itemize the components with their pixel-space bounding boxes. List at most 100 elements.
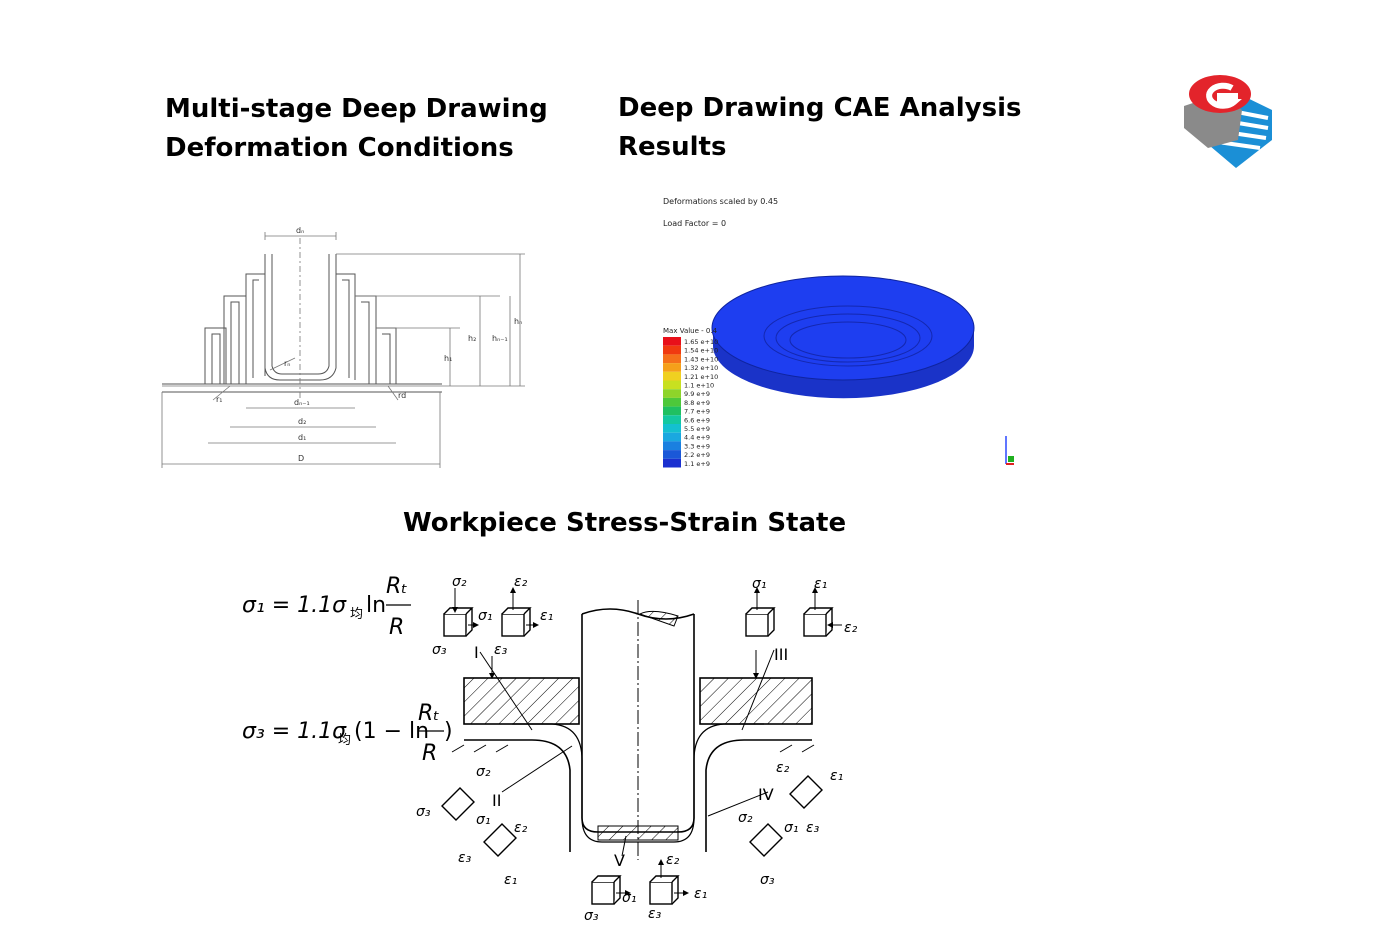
- sigma3-mid: (1 − ln: [354, 719, 429, 744]
- legend-value: 1.43 e+10: [684, 355, 718, 363]
- sigma3-close: ): [444, 719, 453, 744]
- s1-cube-IV: σ₁: [784, 820, 799, 836]
- legend-swatch: [663, 337, 681, 346]
- multistage-drawing: dₙ dₙ₋₁ d₂ d₁ D h₁ h₂ hₙ₋₁ hₙ rₙ r₁ rd: [150, 218, 540, 473]
- sigma1-ln: ln: [366, 593, 386, 618]
- stress-title: Workpiece Stress-Strain State: [403, 508, 847, 538]
- legend-value: 8.8 e+9: [684, 399, 710, 407]
- e1-cube-V: ε₁: [694, 886, 707, 902]
- s3-cube-I: σ₃: [432, 642, 447, 658]
- sigma1-numerator: Rₜ: [386, 574, 408, 599]
- legend-swatch: [663, 363, 681, 372]
- legend-swatch: [663, 397, 681, 407]
- zone-II-label: II: [492, 791, 501, 810]
- e2-cube-III: ε₂: [844, 620, 858, 636]
- s1-cube-II: σ₁: [476, 812, 491, 828]
- legend-value: 1.65 e+10: [684, 338, 718, 346]
- stress-formulas: σ₁ = 1.1σ 均 ln Rₜ R σ₃ = 1.1σ 均 (1 − ln …: [236, 568, 466, 778]
- e2-cube-IV: ε₂: [776, 760, 790, 776]
- s1-cube-III: σ₁: [752, 576, 767, 592]
- e1-cube-IV: ε₁: [830, 768, 843, 784]
- stress-strain-diagram: I II III IV V σ₂ σ₁ σ₃ ε₂ ε₁ ε₃ σ₁ ε₁ ε₂…: [412, 570, 872, 924]
- s2-cube-IV: σ₂: [738, 810, 753, 826]
- legend-swatch: [663, 354, 681, 364]
- legend-value: 1.1 e+10: [684, 382, 714, 390]
- stress-legend: 1.65 e+101.54 e+101.43 e+101.32 e+101.21…: [663, 337, 718, 468]
- legend-swatch: [663, 458, 681, 468]
- legend-value: 9.9 e+9: [684, 390, 710, 398]
- e3-cube-I: ε₃: [494, 642, 508, 658]
- legend-value: 4.4 e+9: [684, 434, 710, 442]
- dim-h2: h₂: [468, 334, 476, 343]
- legend-value: 1.1 e+9: [684, 460, 710, 468]
- e3-cube-II: ε₃: [458, 850, 472, 866]
- sigma1-denominator: R: [389, 615, 404, 640]
- e3-cube-V: ε₃: [648, 906, 662, 922]
- legend-swatch: [663, 389, 681, 398]
- sigma3-numerator: Rₜ: [418, 701, 440, 726]
- s2-cube-I: σ₂: [452, 574, 467, 590]
- legend-value: 1.32 e+10: [684, 364, 718, 372]
- legend-title: Max Value - 0.4: [663, 327, 718, 335]
- legend-value: 2.2 e+9: [684, 451, 710, 459]
- dim-D: D: [298, 454, 304, 463]
- zone-III-label: III: [774, 645, 788, 664]
- zone-V-label: V: [614, 851, 625, 870]
- s1-cube-V: σ₁: [622, 890, 637, 906]
- sigma3-formula: σ₃ = 1.1σ 均 (1 − ln Rₜ R ): [242, 701, 453, 766]
- sigma1-lhs: σ₁ = 1.1σ: [242, 593, 347, 618]
- cae-title: Deep Drawing CAE Analysis Results: [618, 93, 1022, 162]
- axis-triad-icon: [1005, 436, 1014, 465]
- s2-cube-II: σ₂: [476, 764, 491, 780]
- cae-disk-model: [711, 275, 975, 399]
- dim-dn: dₙ: [296, 226, 304, 235]
- dim-hn: hₙ: [514, 317, 522, 326]
- legend-swatch: [663, 432, 681, 442]
- legend-swatch: [663, 450, 681, 459]
- sigma3-denominator: R: [422, 741, 437, 766]
- legend-swatch: [663, 380, 681, 390]
- e2-cube-II: ε₂: [514, 820, 528, 836]
- e2-cube-V: ε₂: [666, 852, 680, 868]
- legend-value: 1.54 e+10: [684, 347, 718, 355]
- dim-rn: rₙ: [284, 359, 290, 368]
- legend-value: 7.7 e+9: [684, 408, 710, 416]
- legend-value: 1.21 e+10: [684, 373, 718, 381]
- e2-cube-I: ε₂: [514, 574, 528, 590]
- s1-cube-I: σ₁: [478, 608, 493, 624]
- dim-dn1: dₙ₋₁: [294, 398, 310, 407]
- e1-cube-II: ε₁: [504, 872, 517, 888]
- dim-rd: rd: [398, 391, 406, 400]
- legend-value: 3.3 e+9: [684, 442, 710, 450]
- legend-swatch: [663, 441, 681, 451]
- legend-swatch: [663, 406, 681, 416]
- company-logo: [1180, 70, 1280, 175]
- sigma3-lhs: σ₃ = 1.1σ: [242, 719, 347, 744]
- e3-cube-IV: ε₃: [806, 820, 820, 836]
- sigma1-subscript: 均: [350, 607, 363, 622]
- legend-value: 6.6 e+9: [684, 416, 710, 424]
- legend-swatch: [663, 424, 681, 433]
- multistage-title-line2: Deformation Conditions: [165, 133, 514, 163]
- s3-cube-V: σ₃: [584, 908, 599, 924]
- dim-d2: d₂: [298, 417, 306, 426]
- sigma1-formula: σ₁ = 1.1σ 均 ln Rₜ R: [242, 574, 411, 640]
- cae-header-line1: Deformations scaled by 0.45: [663, 197, 778, 206]
- cae-result-view: Deformations scaled by 0.45 Load Factor …: [658, 190, 1028, 472]
- s3-cube-II: σ₃: [416, 804, 431, 820]
- zone-I-label: I: [474, 643, 479, 662]
- multistage-title-line1: Multi-stage Deep Drawing: [165, 94, 548, 124]
- legend-value: 5.5 e+9: [684, 425, 710, 433]
- dim-hn1: hₙ₋₁: [492, 334, 508, 343]
- e1-cube-I: ε₁: [540, 608, 553, 624]
- e1-cube-III: ε₁: [814, 576, 827, 592]
- s3-cube-IV: σ₃: [760, 872, 775, 888]
- zone-IV-label: IV: [758, 785, 774, 804]
- dim-r1: r₁: [216, 395, 223, 404]
- multistage-title: Multi-stage Deep Drawing Deformation Con…: [165, 90, 565, 168]
- legend-swatch: [663, 415, 681, 424]
- legend-swatch: [663, 345, 681, 355]
- sigma3-subscript: 均: [338, 733, 351, 748]
- dim-h1: h₁: [444, 354, 452, 363]
- dim-d1: d₁: [298, 433, 306, 442]
